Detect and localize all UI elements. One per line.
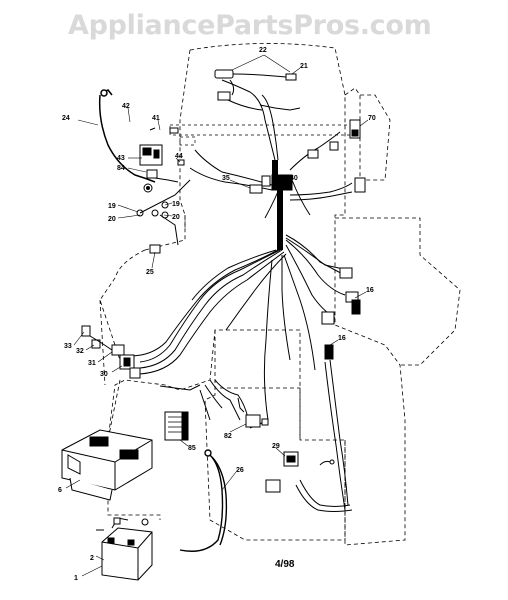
callout-16-lower: 16 xyxy=(338,335,346,342)
leader-lines xyxy=(65,54,369,577)
main-harness xyxy=(129,79,353,421)
callout-24: 24 xyxy=(62,115,70,122)
lower-harness xyxy=(159,359,353,512)
fuse-35 xyxy=(249,175,271,194)
callout-16-upper: 16 xyxy=(366,287,374,294)
callout-labels: 22 21 70 24 42 41 43 84 44 35 40 19 19 2… xyxy=(58,47,376,582)
callout-35: 35 xyxy=(222,175,230,182)
callout-84: 84 xyxy=(117,165,125,172)
callout-25: 25 xyxy=(146,269,154,276)
battery-cable xyxy=(179,449,228,552)
callout-41: 41 xyxy=(152,115,160,122)
callout-43: 43 xyxy=(117,155,125,162)
cable-24 xyxy=(98,89,156,183)
callout-6: 6 xyxy=(58,487,62,494)
callout-70: 70 xyxy=(368,115,376,122)
left-connectors xyxy=(81,325,141,379)
watermark-text: AppliancePartsPros.com xyxy=(68,10,432,41)
callout-19-left: 19 xyxy=(108,203,116,210)
battery-box xyxy=(61,429,153,501)
module-85 xyxy=(164,411,189,441)
callout-1: 1 xyxy=(74,575,78,582)
revision-date: 4/98 xyxy=(275,559,295,570)
callout-26: 26 xyxy=(236,467,244,474)
callout-32: 32 xyxy=(76,348,84,355)
ground-studs xyxy=(136,179,191,254)
callout-82: 82 xyxy=(224,433,232,440)
callout-40: 40 xyxy=(290,175,298,182)
ignition-switch-group xyxy=(214,69,301,111)
callout-19-right: 19 xyxy=(172,201,180,208)
callout-29: 29 xyxy=(272,443,280,450)
connector-29 xyxy=(265,451,335,493)
callout-20-right: 20 xyxy=(172,214,180,221)
callout-31: 31 xyxy=(88,360,96,367)
callout-20-left: 20 xyxy=(108,216,116,223)
right-connectors xyxy=(321,267,361,360)
callout-42: 42 xyxy=(122,103,130,110)
switch-70 xyxy=(307,119,366,193)
callout-85: 85 xyxy=(188,445,196,452)
callout-21: 21 xyxy=(300,63,308,70)
callout-30: 30 xyxy=(100,371,108,378)
chassis-outline xyxy=(99,43,461,546)
connector-82 xyxy=(237,397,269,428)
callout-2: 2 xyxy=(90,555,94,562)
solenoid-assembly xyxy=(139,127,185,193)
callout-22: 22 xyxy=(259,47,267,54)
callout-33: 33 xyxy=(64,343,72,350)
callout-44: 44 xyxy=(175,153,183,160)
battery xyxy=(96,517,153,581)
